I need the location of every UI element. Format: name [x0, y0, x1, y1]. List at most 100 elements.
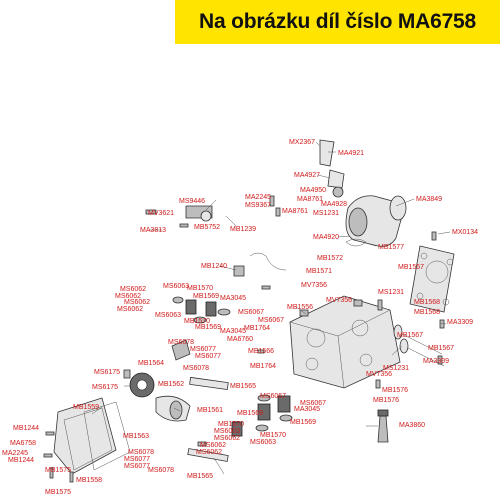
part-label[interactable]: MA4927 [294, 172, 320, 179]
part-label[interactable]: MB1569 [195, 324, 221, 331]
part-label[interactable]: MA3860 [399, 422, 425, 429]
part-label[interactable]: MS6067 [260, 393, 286, 400]
part-label[interactable]: MS6077 [195, 353, 221, 360]
part-label[interactable]: MS1231 [378, 289, 404, 296]
part-label[interactable]: MS6067 [238, 309, 264, 316]
part-label[interactable]: MB1567 [428, 345, 454, 352]
part-label[interactable]: MS6175 [92, 384, 118, 391]
part-label[interactable]: MB1556 [287, 304, 313, 311]
part-label[interactable]: MS6062 [196, 449, 222, 456]
part-label[interactable]: MB1562 [158, 381, 184, 388]
rocker-arm [171, 339, 191, 361]
part-label[interactable]: MS1231 [313, 210, 339, 217]
part-label[interactable]: MA2245 [2, 450, 28, 457]
part-label[interactable]: MS9367 [245, 202, 271, 209]
part-label[interactable]: MS6077 [124, 463, 150, 470]
part-label[interactable]: MB1577 [378, 244, 404, 251]
part-label[interactable]: MB1557 [398, 264, 424, 271]
part-label[interactable]: MB1568 [414, 309, 440, 316]
part-label[interactable]: MB1565 [187, 473, 213, 480]
part-label[interactable]: MS6078 [183, 365, 209, 372]
part-label[interactable]: MS6078 [128, 449, 154, 456]
part-number-banner: Na obrázku díl číslo MA6758 [175, 0, 500, 44]
part-label[interactable]: MA3045 [220, 328, 246, 335]
part-label[interactable]: MS6063 [250, 439, 276, 446]
part-label[interactable]: MV7356 [301, 282, 327, 289]
part-label[interactable]: MB5752 [194, 224, 220, 231]
part-label[interactable]: MB1572 [317, 255, 343, 262]
banner-text: Na obrázku díl číslo MA6758 [198, 10, 477, 33]
parts-drawing [43, 139, 455, 483]
part-label[interactable]: MB1566 [248, 348, 274, 355]
part-label[interactable]: MB1563 [123, 433, 149, 440]
part-label[interactable]: MB1240 [201, 263, 227, 270]
part-label[interactable]: MS6067 [300, 400, 326, 407]
part-label[interactable]: MB1764 [250, 363, 276, 370]
part-label[interactable]: MB1575 [45, 489, 71, 496]
part-label[interactable]: MB1244 [13, 425, 39, 432]
part-label[interactable]: MB1764 [244, 325, 270, 332]
part-label[interactable]: MA6758 [10, 440, 36, 447]
part-label[interactable]: MB1568 [414, 299, 440, 306]
part-label[interactable]: MS6077 [190, 346, 216, 353]
part-label[interactable]: MB1239 [230, 226, 256, 233]
part-label[interactable]: MS6062 [120, 286, 146, 293]
part-label[interactable]: MS6175 [94, 369, 120, 376]
part-label[interactable]: MA3045 [294, 406, 320, 413]
part-label[interactable]: MS6062 [115, 293, 141, 300]
part-label[interactable]: MV7356 [326, 297, 352, 304]
part-label[interactable]: MA3309 [423, 358, 449, 365]
sensor [332, 186, 344, 198]
part-label[interactable]: MX2367 [289, 139, 315, 146]
part-label[interactable]: MS6063 [155, 312, 181, 319]
part-label[interactable]: MB1575 [45, 467, 71, 474]
part-label[interactable]: MB1576 [382, 387, 408, 394]
part-label[interactable]: MA4950 [300, 187, 326, 194]
part-label[interactable]: MA2245 [245, 194, 271, 201]
part-label[interactable]: MV7356 [366, 371, 392, 378]
part-label[interactable]: MB1558 [76, 477, 102, 484]
part-label[interactable]: MS1231 [383, 365, 409, 372]
part-label[interactable]: MS6078 [168, 339, 194, 346]
part-label[interactable]: MB1569 [193, 293, 219, 300]
part-label[interactable]: MB1244 [8, 457, 34, 464]
part-label[interactable]: MB1576 [373, 397, 399, 404]
part-label[interactable]: MB1564 [138, 360, 164, 367]
part-label[interactable]: MA3813 [140, 227, 166, 234]
part-label[interactable]: MX0134 [452, 229, 478, 236]
part-label[interactable]: MB1571 [306, 268, 332, 275]
part-label[interactable]: MA6760 [227, 336, 253, 343]
valve-springs-lower [231, 394, 293, 437]
part-label[interactable]: MA4921 [338, 150, 364, 157]
part-label[interactable]: MA4920 [313, 234, 339, 241]
part-label[interactable]: MB1570 [260, 432, 286, 439]
part-label[interactable]: MB1567 [397, 332, 423, 339]
part-label[interactable]: MA8761 [297, 196, 323, 203]
part-label[interactable]: MS6062 [200, 442, 226, 449]
part-label[interactable]: MA8761 [282, 208, 308, 215]
part-label[interactable]: MB1561 [197, 407, 223, 414]
part-label[interactable]: MB1569 [290, 419, 316, 426]
part-label[interactable]: MB1570 [184, 318, 210, 325]
part-label[interactable]: MS6063 [214, 428, 240, 435]
part-label[interactable]: MS6077 [124, 456, 150, 463]
part-label[interactable]: MB1570 [187, 285, 213, 292]
part-label[interactable]: MS6067 [258, 317, 284, 324]
part-label[interactable]: MA3849 [416, 196, 442, 203]
intake-gasket [345, 238, 367, 247]
part-label[interactable]: MA4928 [321, 201, 347, 208]
part-label[interactable]: MS6062 [117, 306, 143, 313]
part-label[interactable]: MB1569 [237, 410, 263, 417]
part-label[interactable]: MB1570 [218, 421, 244, 428]
part-label[interactable]: MS6078 [148, 467, 174, 474]
part-label[interactable]: MS9446 [179, 198, 205, 205]
part-label[interactable]: MB1565 [230, 383, 256, 390]
part-label[interactable]: MS6063 [163, 283, 189, 290]
part-label[interactable]: MB1559 [73, 404, 99, 411]
part-label[interactable]: MA3045 [220, 295, 246, 302]
part-label[interactable]: MS6062 [214, 435, 240, 442]
part-label[interactable]: MA3309 [447, 319, 473, 326]
part-label[interactable]: MV3621 [148, 210, 174, 217]
part-label[interactable]: MS6062 [124, 299, 150, 306]
